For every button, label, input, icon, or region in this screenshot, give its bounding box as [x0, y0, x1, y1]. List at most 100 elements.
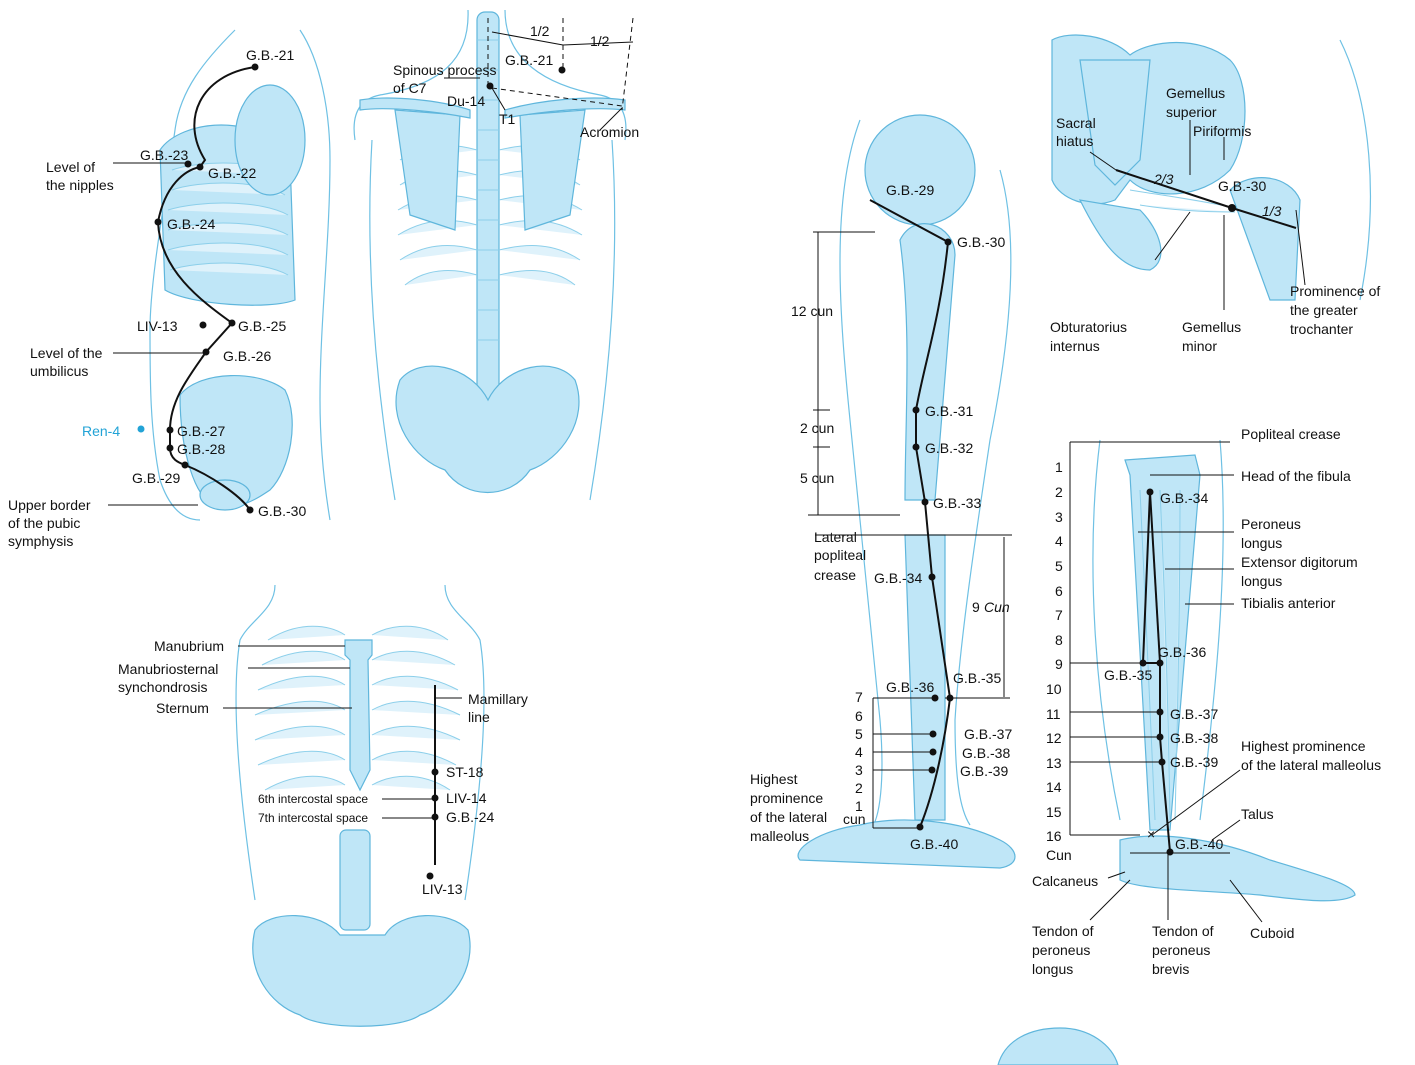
lateral-trunk-figure: G.B.-21 G.B.-23 G.B.-22 G.B.-24 LIV-13 G… — [8, 30, 330, 549]
label-pubic-1: Upper border — [8, 497, 91, 513]
label-lateral-popliteal-2: popliteal — [814, 547, 866, 563]
label-leg-malleolus-3: of the lateral — [750, 809, 827, 825]
label-leg-scale-6: 6 — [855, 708, 863, 724]
label-tpb-3: brevis — [1152, 961, 1189, 977]
sternum-bone — [345, 640, 372, 790]
label-leg-gb29: G.B.-29 — [886, 182, 934, 198]
label-leg-gb31: G.B.-31 — [925, 403, 973, 419]
label-spinous-process-2: of C7 — [393, 80, 427, 96]
label-t1: T1 — [499, 111, 516, 127]
label-scale-1: 1 — [1055, 459, 1063, 475]
label-gemellus-superior-2: superior — [1166, 104, 1217, 120]
label-lower-gb40: G.B.-40 — [1175, 836, 1223, 852]
label-leg-cun: cun — [843, 811, 866, 827]
label-level-umbilicus-2: umbilicus — [30, 363, 88, 379]
label-lower-gb38: G.B.-38 — [1170, 730, 1218, 746]
label-mamillary-2: line — [468, 709, 490, 725]
label-scale-15: 15 — [1046, 804, 1062, 820]
label-lower-gb37: G.B.-37 — [1170, 706, 1218, 722]
label-scale-8: 8 — [1055, 632, 1063, 648]
label-liv13-anterior: LIV-13 — [422, 881, 463, 897]
label-lower-gb36: G.B.-36 — [1158, 644, 1206, 660]
label-scale-4: 4 — [1055, 533, 1063, 549]
label-leg-gb34: G.B.-34 — [874, 570, 922, 586]
label-lower-gb39: G.B.-39 — [1170, 754, 1218, 770]
label-leg-malleolus-1: Highest — [750, 771, 798, 787]
label-lower-gb34: G.B.-34 — [1160, 490, 1208, 506]
label-extensor-1: Extensor digitorum — [1241, 554, 1358, 570]
label-peroneus-longus-2: longus — [1241, 535, 1282, 551]
label-cun-italic: Cun — [984, 599, 1010, 615]
label-half-left: 1/2 — [530, 23, 550, 39]
label-lateral-popliteal-3: crease — [814, 567, 856, 583]
label-scale-6: 6 — [1055, 583, 1063, 599]
label-sternum: Sternum — [156, 700, 209, 716]
label-2-cun: 2 cun — [800, 420, 834, 436]
label-scale-16: 16 — [1046, 828, 1062, 844]
label-leg-gb36: G.B.-36 — [886, 679, 934, 695]
label-scale-13: 13 — [1046, 755, 1062, 771]
pelvis-anterior — [253, 916, 470, 1027]
label-pubic-3: symphysis — [8, 533, 73, 549]
scapula-left — [395, 110, 460, 230]
label-6th-intercostal: 6th intercostal space — [258, 792, 368, 806]
label-hip-gb30: G.B.-30 — [1218, 178, 1266, 194]
label-tpl-3: longus — [1032, 961, 1073, 977]
label-gemellus-minor-1: Gemellus — [1182, 319, 1241, 335]
label-leg-gb33: G.B.-33 — [933, 495, 981, 511]
label-leg-malleolus-4: malleolus — [750, 828, 809, 844]
hip-figure: Sacral hiatus Gemellus superior Piriform… — [1050, 35, 1380, 354]
label-talus: Talus — [1241, 806, 1274, 822]
cross-marker: × — [1147, 826, 1155, 842]
label-manubriosternal-1: Manubriosternal — [118, 661, 218, 677]
label-level-nipples-1: Level of — [46, 159, 95, 175]
label-7th-intercostal: 7th intercostal space — [258, 811, 368, 825]
label-5-cun: 5 cun — [800, 470, 834, 486]
label-leg-scale-3: 3 — [855, 762, 863, 778]
label-leg-gb37: G.B.-37 — [964, 726, 1012, 742]
label-liv14: LIV-14 — [446, 790, 487, 806]
label-tpl-1: Tendon of — [1032, 923, 1094, 939]
label-leg-scale-4: 4 — [855, 744, 863, 760]
label-9: 9 — [972, 599, 980, 615]
label-leg-gb38: G.B.-38 — [962, 745, 1010, 761]
label-gb23: G.B.-23 — [140, 147, 188, 163]
label-scale-7: 7 — [1055, 607, 1063, 623]
label-prominence-2: the greater — [1290, 302, 1358, 318]
label-leg-gb32: G.B.-32 — [925, 440, 973, 456]
label-leg-gb40: G.B.-40 — [910, 836, 958, 852]
label-gb29: G.B.-29 — [132, 470, 180, 486]
label-scale-3: 3 — [1055, 509, 1063, 525]
label-lateral-popliteal-1: Lateral — [814, 529, 857, 545]
label-highest-prominence-1: Highest prominence — [1241, 738, 1366, 754]
label-gb26: G.B.-26 — [223, 348, 271, 364]
lower-leg-figure: × 1 2 3 4 5 6 7 8 9 10 11 12 13 14 15 16… — [1032, 426, 1381, 977]
femur-lateral — [900, 224, 955, 500]
label-half-right: 1/2 — [590, 33, 610, 49]
label-extensor-2: longus — [1241, 573, 1282, 589]
label-liv13: LIV-13 — [137, 318, 178, 334]
label-tibialis: Tibialis anterior — [1241, 595, 1336, 611]
label-gemellus-minor-2: minor — [1182, 338, 1217, 354]
label-mamillary-1: Mamillary — [468, 691, 528, 707]
label-manubrium: Manubrium — [154, 638, 224, 654]
label-leg-gb35: G.B.-35 — [953, 670, 1001, 686]
lumbar-spine-anterior — [340, 830, 370, 930]
ischium-hip — [1080, 200, 1161, 270]
label-obturatorius-2: internus — [1050, 338, 1100, 354]
label-12-cun: 12 cun — [791, 303, 833, 319]
label-leg-gb30: G.B.-30 — [957, 234, 1005, 250]
foot-lower — [1120, 836, 1355, 901]
label-scale-5: 5 — [1055, 558, 1063, 574]
label-gb28: G.B.-28 — [177, 441, 225, 457]
label-gb24: G.B.-24 — [167, 216, 215, 232]
label-obturatorius-1: Obturatorius — [1050, 319, 1127, 335]
label-manubriosternal-2: synchondrosis — [118, 679, 208, 695]
label-leg-scale-2: 2 — [855, 780, 863, 796]
scapula-right — [520, 110, 585, 230]
partial-head-figure — [998, 1028, 1118, 1065]
label-pubic-2: of the pubic — [8, 515, 80, 531]
femoral-head-lateral — [200, 480, 250, 510]
label-tpb-1: Tendon of — [1152, 923, 1214, 939]
